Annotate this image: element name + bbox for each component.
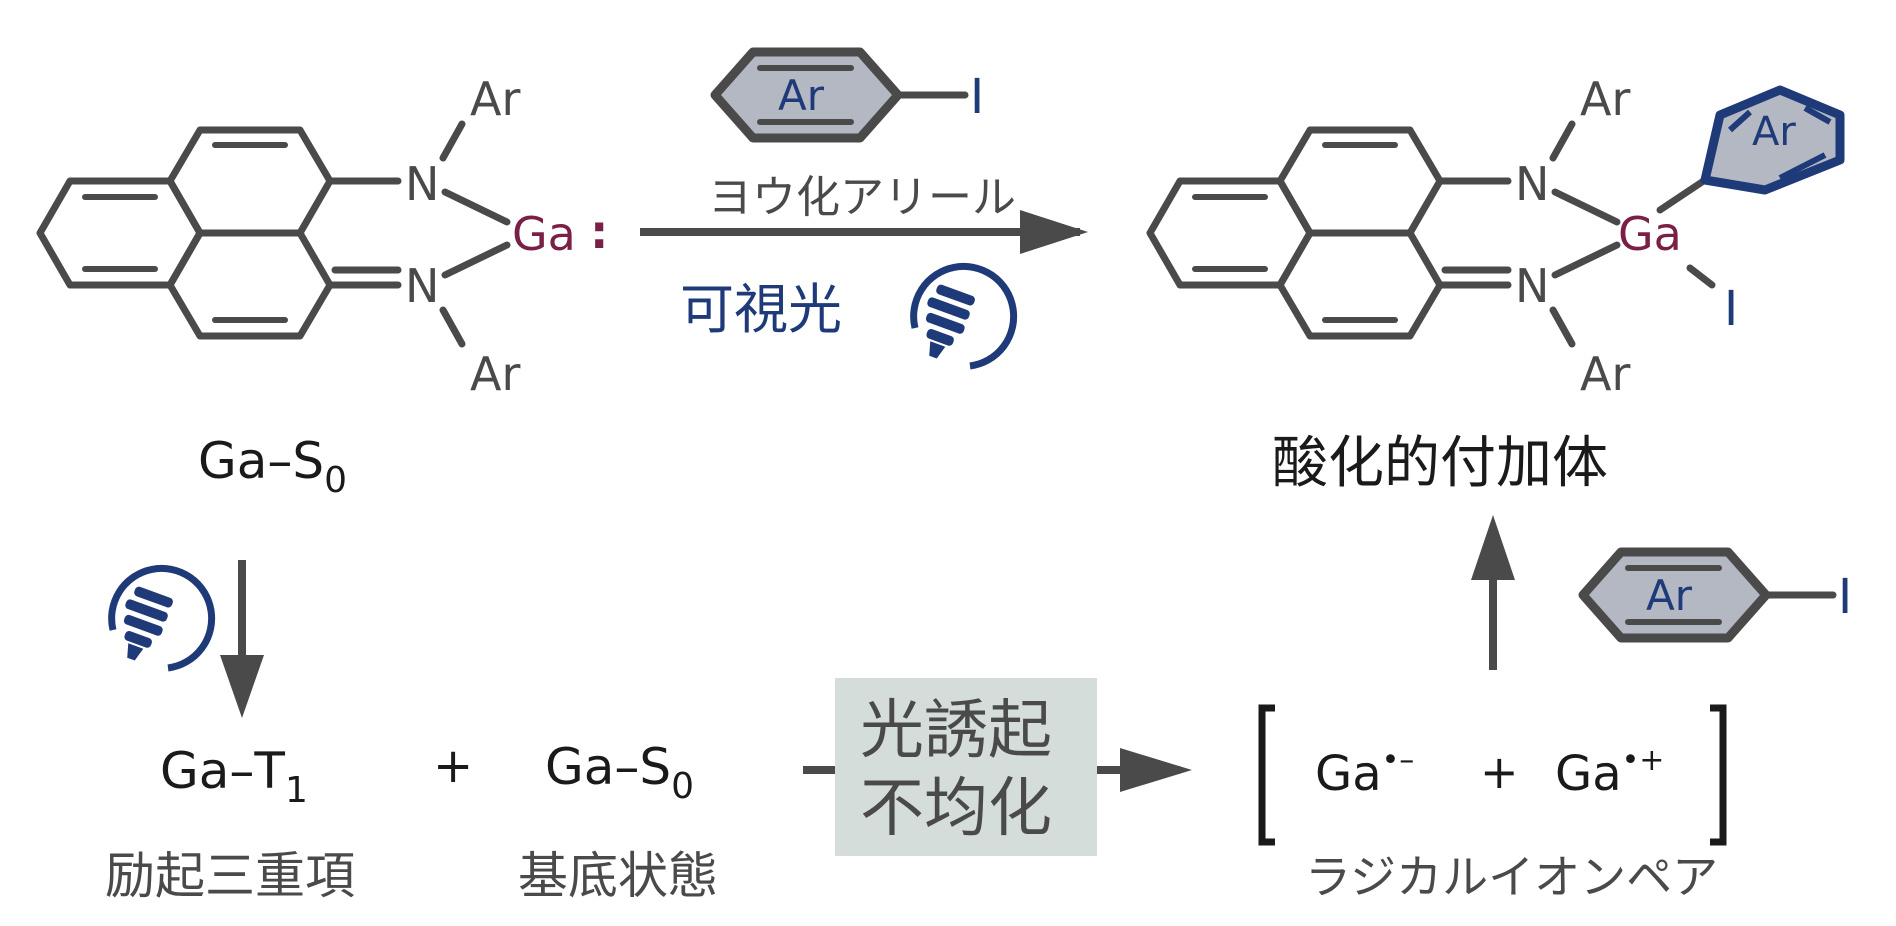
light-bulb-icon	[910, 262, 1018, 370]
left-bracket	[1258, 704, 1275, 846]
reactant-n-bottom: N	[405, 259, 439, 313]
product-aryl-ring-label: Ar	[1752, 109, 1796, 155]
right-bracket	[1710, 704, 1727, 846]
reactant-lone-pair: :	[590, 205, 608, 259]
plus-sign-1: +	[433, 738, 473, 794]
visible-light-label: 可視光	[680, 278, 842, 341]
radical-anion: Ga•–	[1315, 743, 1414, 802]
product-ar-top: Ar	[1580, 72, 1630, 126]
radical-cation: Ga•+	[1555, 743, 1664, 802]
product-n-top: N	[1515, 157, 1549, 211]
box-line-2: 不均化	[860, 772, 1052, 846]
triplet-label: Ga–T1	[160, 742, 308, 811]
box-line-1: 光誘起	[860, 694, 1052, 768]
reactant-ar-bottom: Ar	[470, 347, 520, 401]
aryl-iodide-name: ヨウ化アリール	[708, 172, 1016, 223]
reactant-n-top: N	[405, 157, 439, 211]
product-ar-bottom: Ar	[1580, 347, 1630, 401]
plus-sign-2: +	[1480, 745, 1519, 799]
aryl-iodide-top: Ar I	[710, 47, 984, 143]
product-ga: Ga	[1618, 207, 1682, 261]
product-iodine: I	[1724, 281, 1738, 337]
product-n-bottom: N	[1515, 259, 1549, 313]
iodine-top: I	[970, 69, 984, 125]
light-bulb-icon-left	[108, 564, 216, 672]
ground-state-caption: 基底状態	[518, 847, 718, 905]
reactant-ar-top: Ar	[470, 72, 520, 126]
reactant-label: Ga–S0	[198, 432, 347, 501]
aryl-ring-label-right: Ar	[1646, 571, 1693, 620]
reactant-molecule: Ar N N Ar Ga :	[36, 72, 608, 401]
product-molecule: Ar Ar N N Ar Ga I	[1146, 72, 1845, 401]
triplet-caption: 励起三重項	[105, 847, 355, 905]
ground-state-label: Ga–S0	[545, 738, 694, 807]
aryl-iodide-right: Ar I	[1578, 547, 1852, 643]
disproportionation-box	[835, 678, 1097, 856]
product-label: 酸化的付加体	[1272, 431, 1608, 496]
reactant-ga: Ga	[512, 207, 576, 261]
iodine-right: I	[1838, 569, 1852, 625]
aryl-ring-label-top: Ar	[778, 71, 825, 120]
radical-ion-pair-caption: ラジカルイオンペア	[1305, 850, 1718, 904]
